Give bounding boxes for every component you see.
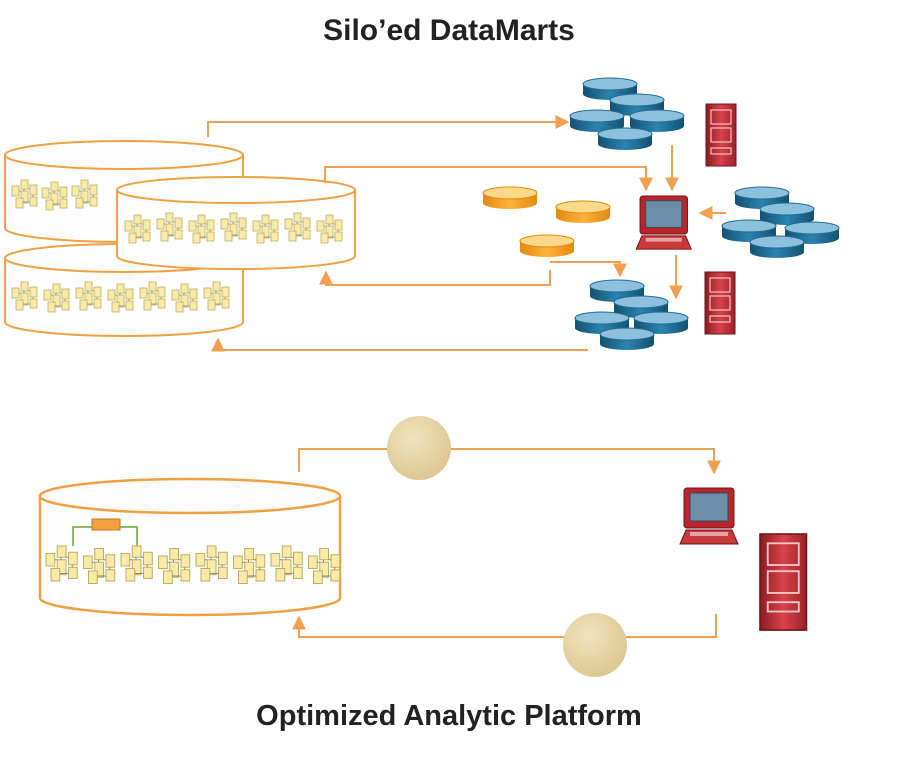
server-tower-bottom-icon bbox=[759, 533, 808, 632]
workstation-bottom-icon bbox=[679, 487, 739, 545]
optimized-warehouse-icon bbox=[38, 477, 342, 617]
blue-database-stack-top-icon bbox=[569, 77, 685, 151]
server-tower-middle-icon bbox=[704, 271, 736, 335]
process-circle-top-icon bbox=[387, 416, 451, 480]
server-tower-top-icon bbox=[705, 103, 737, 167]
warehouse-center-icon bbox=[116, 176, 356, 270]
bottom-flow-arrows bbox=[292, 448, 721, 638]
top-diagram-title: Silo’ed DataMarts bbox=[323, 14, 575, 47]
top-flow-arrows bbox=[207, 115, 726, 352]
blue-database-stack-right-icon bbox=[721, 186, 840, 259]
blue-database-stack-bottom-icon bbox=[574, 279, 689, 351]
bottom-diagram-title: Optimized Analytic Platform bbox=[256, 700, 642, 732]
workstation-top-icon bbox=[635, 195, 692, 250]
process-circle-bottom-icon bbox=[563, 613, 627, 677]
orange-database-icon bbox=[482, 186, 611, 258]
